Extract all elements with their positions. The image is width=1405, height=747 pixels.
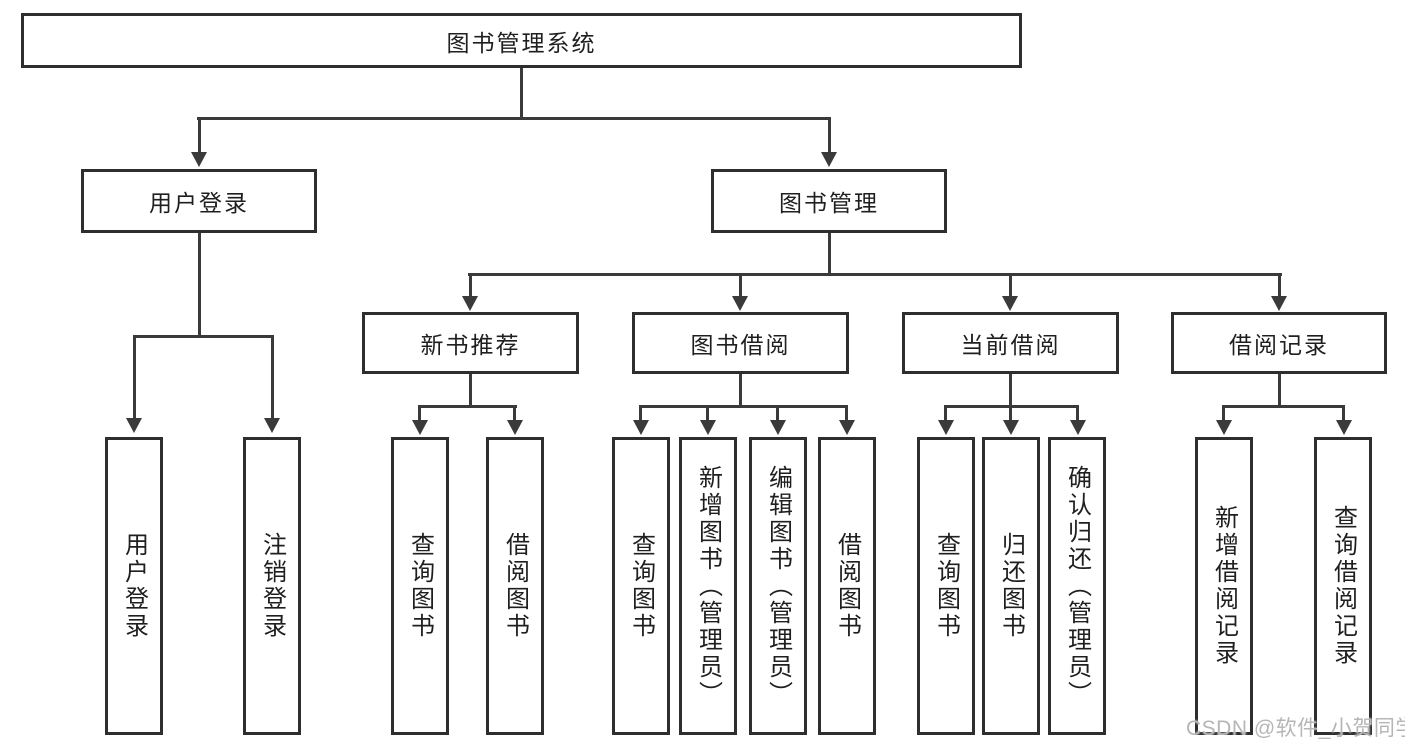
node-label: 借阅图书 — [501, 532, 529, 640]
leaf-add-borrow-record: 新增借阅记录 — [1195, 437, 1253, 735]
node-label: 查询借阅记录 — [1329, 505, 1357, 667]
node-label: 图书借阅 — [690, 332, 791, 358]
leaf-query-books-current: 查询图书 — [917, 437, 975, 735]
connector-line — [1076, 405, 1079, 421]
node-label: 归还图书 — [997, 532, 1025, 640]
connector-arrowhead — [1216, 420, 1232, 435]
connector-line — [828, 233, 831, 273]
connector-line — [739, 273, 742, 297]
connector-line — [418, 405, 517, 408]
leaf-edit-books-admin: 编辑图书（管理员） — [749, 437, 807, 735]
node-label: 图书管理 — [779, 190, 879, 216]
connector-line — [469, 273, 472, 297]
leaf-add-books-admin: 新增图书（管理员） — [679, 437, 737, 735]
connector-arrowhead — [507, 420, 523, 435]
leaf-query-books-borrow: 查询图书 — [612, 437, 670, 735]
connector-arrowhead — [1271, 296, 1287, 311]
connector-line — [513, 405, 516, 421]
connector-line — [845, 405, 848, 421]
node-label: 确认归还（管理员） — [1063, 464, 1091, 708]
csdn-watermark: CSDN @软件_小贺同学 — [1186, 717, 1405, 740]
connector-line — [1009, 273, 1012, 297]
connector-line — [776, 405, 779, 421]
node-user-login: 用户登录 — [81, 169, 317, 233]
connector-line — [944, 405, 947, 421]
connector-line — [198, 233, 201, 335]
connector-arrowhead — [191, 152, 207, 167]
connector-arrowhead — [1003, 420, 1019, 435]
node-label: 新书推荐 — [420, 332, 521, 358]
node-label: 借阅记录 — [1229, 332, 1329, 358]
node-borrowing-records: 借阅记录 — [1171, 312, 1387, 374]
leaf-user-login: 用户登录 — [105, 437, 163, 735]
connector-line — [1342, 405, 1345, 421]
connector-line — [1222, 405, 1345, 408]
connector-line — [469, 374, 472, 405]
connector-line — [133, 335, 136, 419]
connector-arrowhead — [700, 420, 716, 435]
connector-line — [1278, 273, 1281, 297]
connector-arrowhead — [1070, 420, 1086, 435]
connector-line — [468, 273, 1282, 276]
connector-line — [418, 405, 421, 421]
node-label: 用户登录 — [120, 532, 148, 640]
node-label: 查询图书 — [627, 532, 655, 640]
leaf-query-borrow-record: 查询借阅记录 — [1314, 437, 1372, 735]
connector-line — [1009, 374, 1012, 405]
node-book-management: 图书管理 — [711, 169, 947, 233]
connector-arrowhead — [264, 418, 280, 433]
connector-line — [197, 117, 831, 120]
leaf-return-books: 归还图书 — [982, 437, 1040, 735]
node-current-borrowing: 当前借阅 — [902, 312, 1119, 374]
connector-line — [639, 405, 848, 408]
connector-arrowhead — [633, 420, 649, 435]
connector-line — [739, 374, 742, 405]
connector-arrowhead — [1002, 296, 1018, 311]
node-label: 注销登录 — [258, 532, 286, 640]
connector-line — [828, 117, 831, 153]
leaf-logout: 注销登录 — [243, 437, 301, 735]
connector-line — [271, 335, 274, 419]
node-book-borrowing: 图书借阅 — [632, 312, 849, 374]
connector-arrowhead — [938, 420, 954, 435]
node-label: 查询图书 — [932, 532, 960, 640]
connector-arrowhead — [1336, 420, 1352, 435]
node-label: 图书管理系统 — [446, 29, 597, 56]
leaf-query-books-recommend: 查询图书 — [391, 437, 449, 735]
node-label: 用户登录 — [149, 190, 249, 216]
leaf-borrow-books-recommend: 借阅图书 — [486, 437, 544, 735]
connector-arrowhead — [821, 152, 837, 167]
connector-line — [1278, 374, 1281, 405]
node-label: 当前借阅 — [960, 332, 1061, 358]
connector-line — [639, 405, 642, 421]
connector-line — [133, 335, 274, 338]
node-label: 借阅图书 — [833, 532, 861, 640]
connector-line — [520, 68, 523, 117]
connector-line — [1009, 405, 1012, 421]
connector-line — [1222, 405, 1225, 421]
node-label: 查询图书 — [406, 532, 434, 640]
leaf-borrow-books: 借阅图书 — [818, 437, 876, 735]
node-new-book-recommendation: 新书推荐 — [362, 312, 579, 374]
connector-line — [198, 117, 201, 153]
connector-arrowhead — [770, 420, 786, 435]
node-label: 编辑图书（管理员） — [764, 464, 792, 708]
connector-arrowhead — [732, 296, 748, 311]
leaf-confirm-return-admin: 确认归还（管理员） — [1048, 437, 1106, 735]
node-library-management-system: 图书管理系统 — [21, 13, 1022, 68]
node-label: 新增图书（管理员） — [694, 464, 722, 708]
connector-arrowhead — [839, 420, 855, 435]
node-label: 新增借阅记录 — [1210, 505, 1238, 667]
connector-arrowhead — [462, 296, 478, 311]
connector-arrowhead — [412, 420, 428, 435]
connector-line — [706, 405, 709, 421]
connector-arrowhead — [126, 418, 142, 433]
